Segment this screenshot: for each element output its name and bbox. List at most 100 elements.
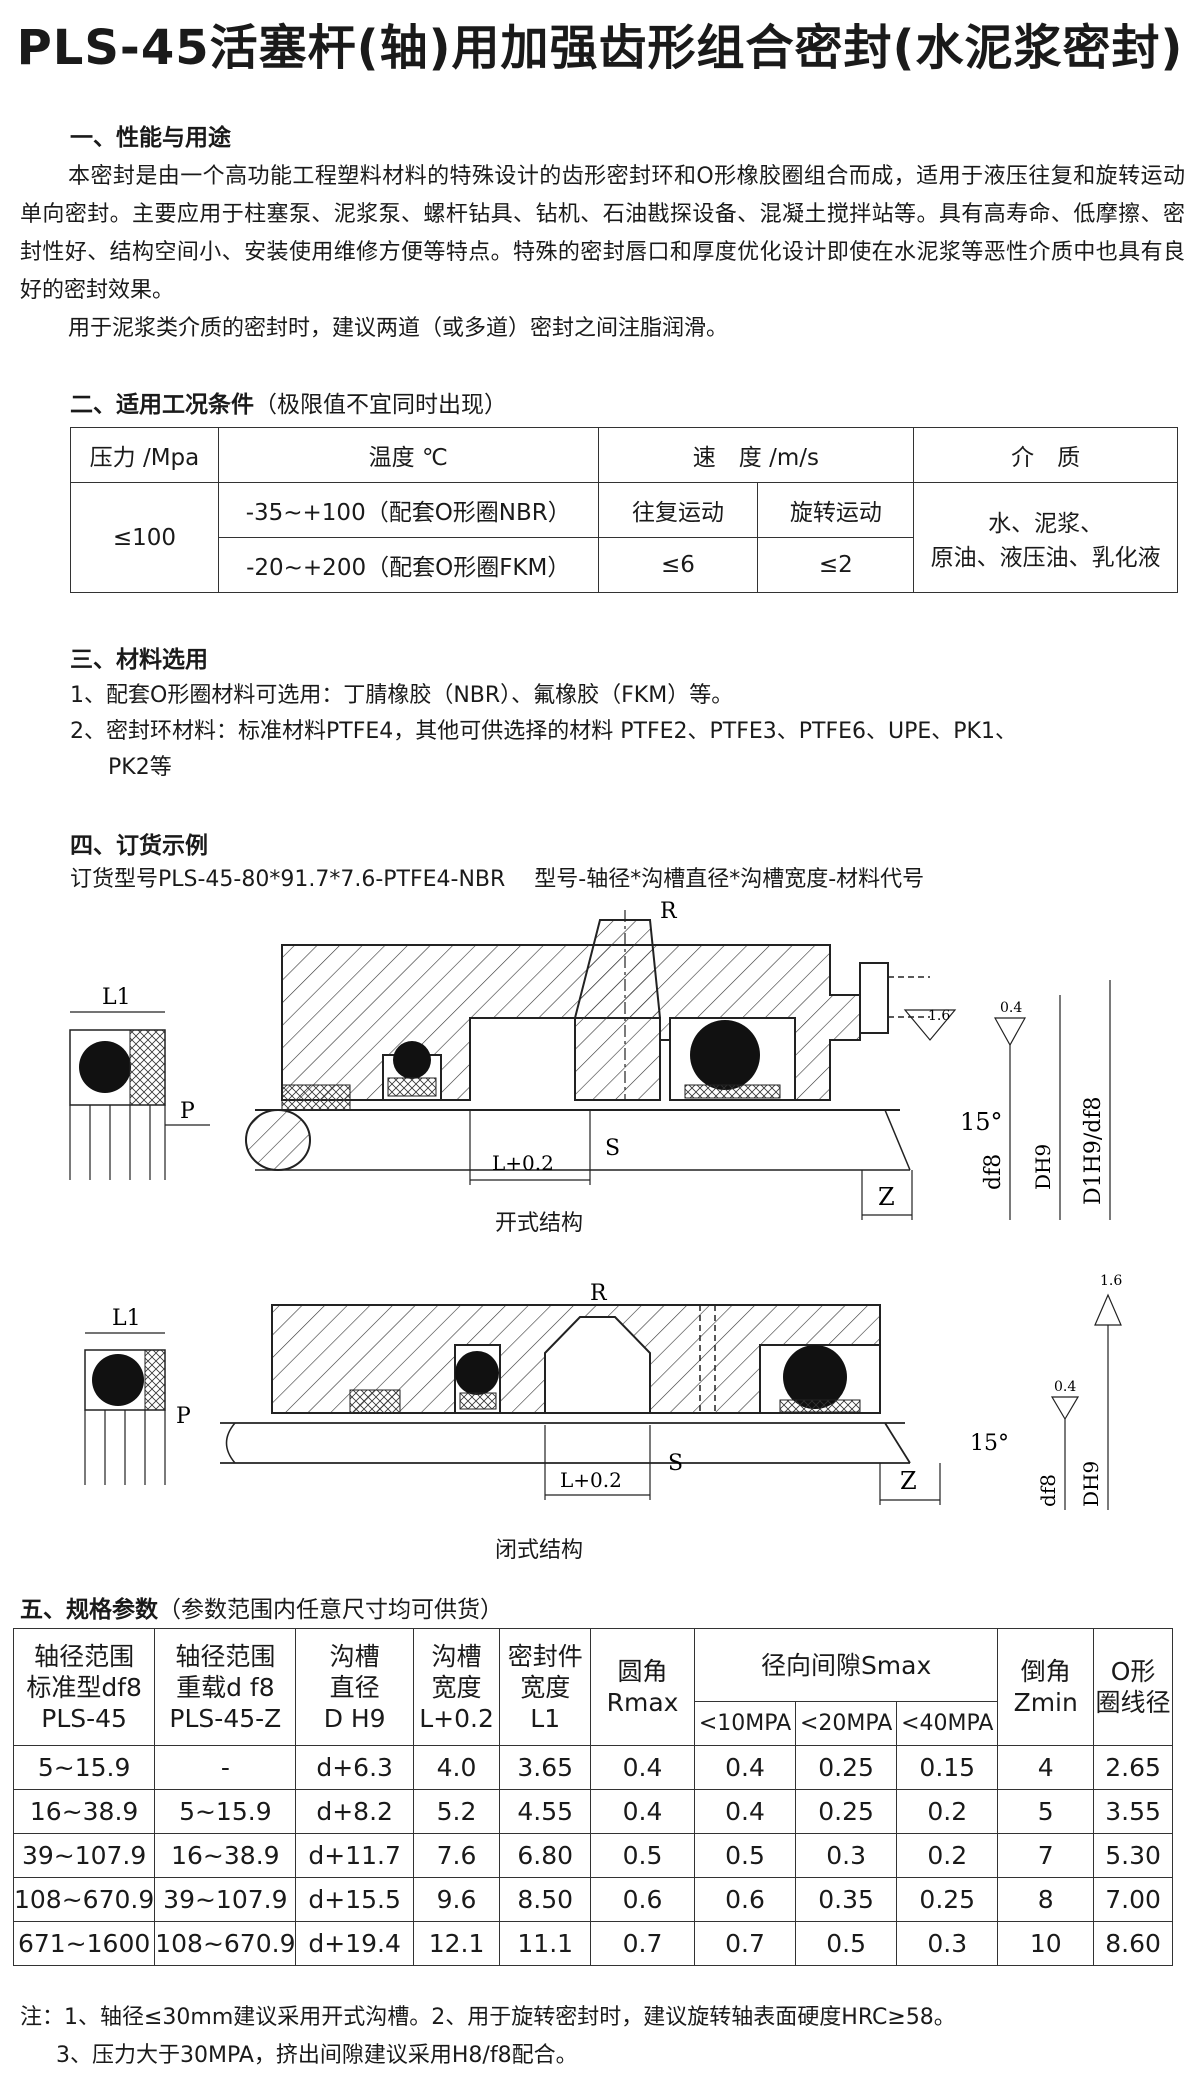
closed-label-r04: 0.4 [1054,1379,1076,1395]
closed-groove-caption: 闭式结构 [495,1538,584,1563]
table-cell: 0.5 [795,1921,898,1966]
spec-note1: 注：1、轴径≤30mm建议采用开式沟槽。2、用于旋转密封时，建议旋转轴表面硬度H… [20,2005,956,2030]
table-cell: 16~38.9 [154,1833,297,1878]
shaft-section [245,1109,311,1171]
table-cell: 5.30 [1093,1833,1173,1878]
conditions-table: 压力 /Mpa 温度 ℃ 速 度 /m/s 介 质 ≤100 -35~+100（… [70,427,1178,593]
open-label-r04: 0.4 [1000,1000,1022,1016]
spec-h-groove-width-l1: 沟槽 [431,1641,482,1671]
spec-h-40mpa: <40MPA [896,1701,999,1746]
table-cell: 0.2 [896,1789,999,1834]
table-cell: 10 [997,1921,1095,1966]
spec-h-oring-l1: O形 [1110,1657,1156,1686]
open-label-s: S [605,1136,620,1161]
section1-para2: 用于泥浆类介质的密封时，建议两道（或多道）密封之间注脂润滑。 [68,316,729,341]
closed-label-l1: L1 [112,1306,141,1331]
table-cell: d+8.2 [295,1789,414,1834]
open-label-dh9: DH9 [1031,1144,1055,1190]
scraper-teeth [574,919,661,1101]
cond-medium-line2: 原油、液压油、乳化液 [930,544,1161,571]
section5-heading: 五、规格参数（参数范围内任意尺寸均可供货） [20,1590,503,1624]
section5-note: （参数范围内任意尺寸均可供货） [158,1597,503,1623]
open-label-r: R [660,900,678,924]
table-cell: 0.25 [896,1877,999,1922]
table-cell: 108~670.9 [12,1877,156,1922]
table-cell: 2.65 [1093,1745,1173,1790]
housing-bolt [859,962,889,1034]
order-example: 订货型号PLS-45-80*91.7*7.6-PTFE4-NBR 型号-轴径*沟… [70,867,925,892]
table-cell: 4 [997,1745,1095,1790]
spec-h-groove-width-l2: 宽度 [431,1672,482,1702]
table-cell: 12.1 [412,1921,501,1966]
table-cell: 3.65 [499,1745,592,1790]
spec-h-seal-width-l3: L1 [530,1703,561,1733]
table-cell: 39~107.9 [154,1877,297,1922]
cond-header-temp: 温度 ℃ [217,427,599,483]
spec-h-groove-dia-l2: 直径 [329,1672,380,1702]
closed-label-s: S [668,1451,683,1476]
spec-h-shaft-heavy-l1: 轴径范围 [175,1641,276,1671]
spec-h-groove-width-l3: L+0.2 [419,1703,494,1733]
table-cell: 39~107.9 [12,1833,156,1878]
open-label-p: P [180,1099,195,1124]
table-cell: 108~670.9 [154,1921,297,1966]
table-cell: 5~15.9 [154,1789,297,1834]
spec-note2: 3、压力大于30MPA，挤出间隙建议采用H8/f8配合。 [56,2043,578,2068]
table-cell: 0.4 [590,1745,695,1790]
table-cell: 8 [997,1877,1095,1922]
cond-header-speed: 速 度 /m/s [597,427,915,483]
open-label-z: Z [878,1183,895,1211]
section5-title: 五、规格参数 [20,1597,158,1623]
page-title: PLS-45活塞杆(轴)用加强齿形组合密封(水泥浆密封) [16,20,1184,76]
spec-h-10mpa: <10MPA [693,1701,797,1746]
spec-h-oring: O形圈线径 [1093,1628,1173,1746]
spec-h-shaft-heavy-l3: PLS-45-Z [169,1703,282,1733]
table-cell: 16~38.9 [12,1789,156,1834]
cond-temp-nbr: -35~+100（配套O形圈NBR） [217,482,599,538]
table-cell: 4.0 [412,1745,501,1790]
cond-speed-recip-label: 往复运动 [597,482,759,538]
table-cell: 5 [997,1789,1095,1834]
table-cell: d+19.4 [295,1921,414,1966]
table-cell: 0.4 [693,1745,797,1790]
spec-h-chamfer-l1: 倒角 [1020,1657,1071,1686]
open-label-l1: L1 [102,985,131,1010]
spec-h-shaft-std-l1: 轴径范围 [34,1641,135,1671]
spec-h-20mpa: <20MPA [795,1701,898,1746]
table-cell: 671~1600 [12,1921,156,1966]
cond-speed-rot-label: 旋转运动 [757,482,915,538]
spec-h-groove-dia-l1: 沟槽 [329,1641,380,1671]
spec-h-shaft-std-l3: PLS-45 [41,1703,127,1733]
table-cell: 3.55 [1093,1789,1173,1834]
table-cell: 0.6 [590,1877,695,1922]
spec-h-radius-l2: Rmax [606,1688,679,1717]
section1-heading: 一、性能与用途 [70,125,231,151]
section2-heading: 二、适用工况条件（极限值不宜同时出现） [70,385,507,419]
table-cell: d+15.5 [295,1877,414,1922]
table-cell: 0.15 [896,1745,999,1790]
table-cell: 11.1 [499,1921,592,1966]
open-label-r16: 1.6 [928,1008,950,1024]
table-cell: 0.6 [693,1877,797,1922]
open-groove-diagram: L1 P R L+0.2 S Z 15° 1.6 0.4 df8 DH9 D1H… [69,900,1111,1220]
table-cell: 0.25 [795,1789,898,1834]
table-cell: 0.5 [693,1833,797,1878]
table-cell: 5.2 [412,1789,501,1834]
section1-body: 本密封是由一个高功能工程塑料材料的特殊设计的齿形密封环和O形橡胶圈组合而成，适用… [20,158,1185,348]
table-cell: 0.4 [590,1789,695,1834]
section3-item2-cont: PK2等 [108,755,172,780]
table-cell: d+6.3 [295,1745,414,1790]
section2-note: （极限值不宜同时出现） [254,392,507,418]
table-cell: 0.3 [795,1833,898,1878]
section4-heading: 四、订货示例 [70,833,208,859]
closed-groove-diagram: L1 P R L+0.2 S Z 15° 0.4 1.6 df8 DH9 [84,1273,1122,1510]
spec-h-shaft-heavy-l2: 重载d f8 [176,1672,275,1702]
